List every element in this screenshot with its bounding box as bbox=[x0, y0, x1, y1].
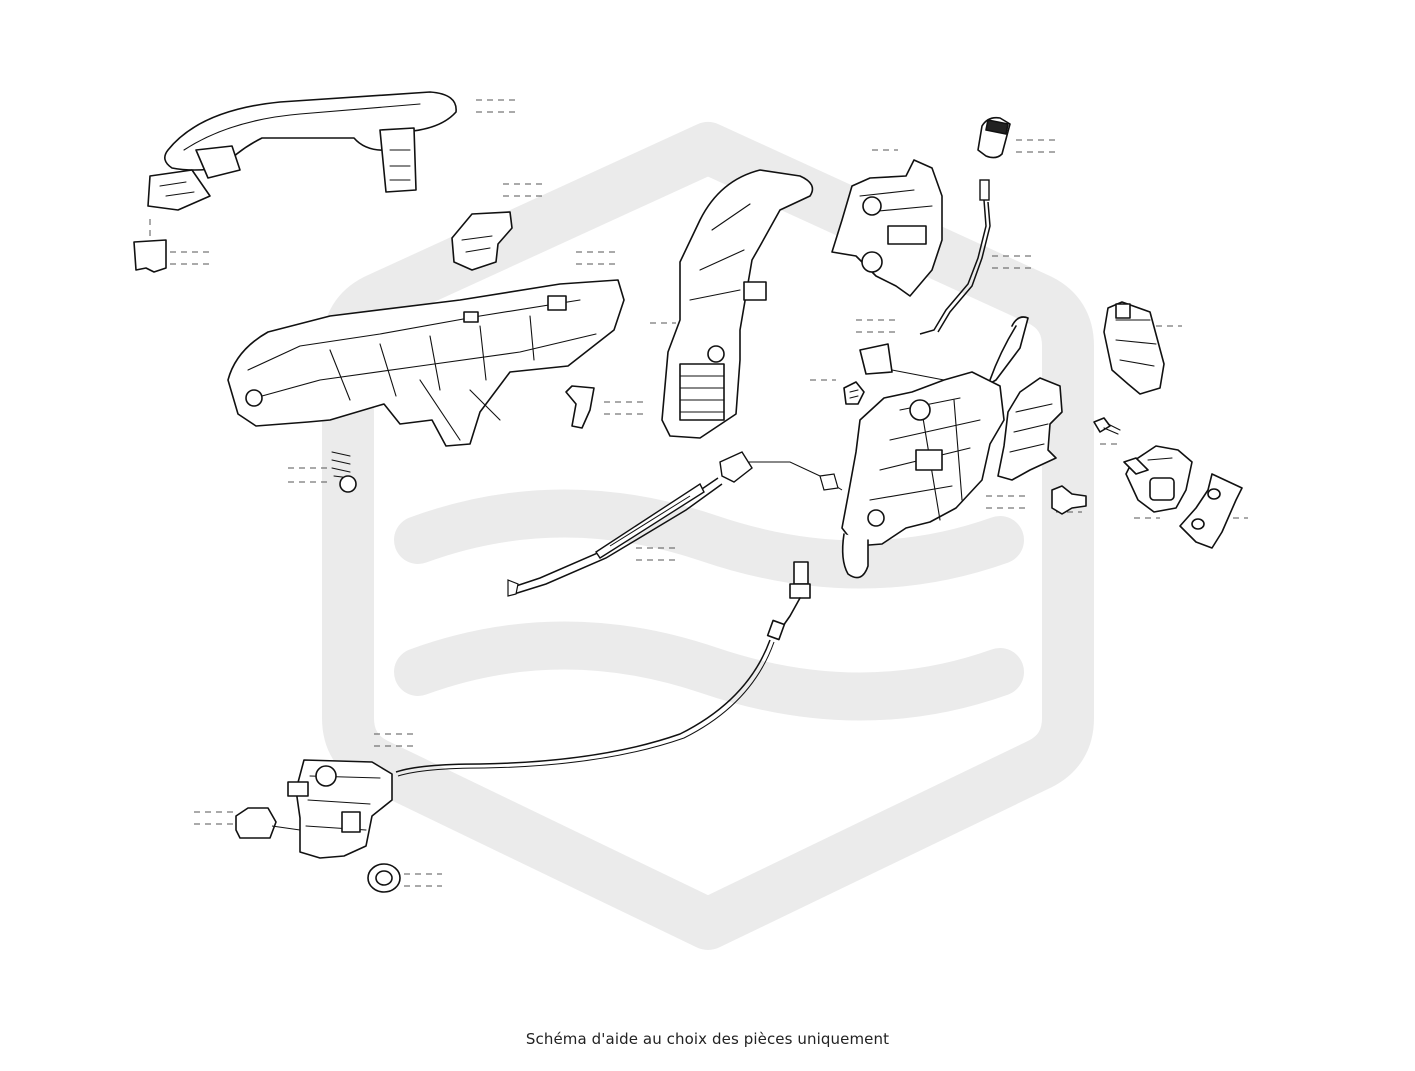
diagram-caption: Schéma d'aide au choix des pièces unique… bbox=[525, 1030, 890, 1048]
actuator-cap-part bbox=[235, 807, 277, 839]
cable-connector-part bbox=[766, 561, 811, 641]
rod-part bbox=[919, 179, 991, 335]
assembly-leader-lines bbox=[271, 369, 945, 831]
spring-screw-part bbox=[331, 451, 357, 493]
handle-bracket-part bbox=[227, 279, 625, 447]
rubber-cap-part bbox=[977, 116, 1011, 159]
grommet-part bbox=[367, 863, 401, 893]
latch-cover-part bbox=[1103, 301, 1165, 395]
small-clip-part bbox=[565, 385, 595, 429]
release-cable-part bbox=[395, 639, 775, 777]
release-cable-part bbox=[507, 451, 843, 597]
latch-cover-part bbox=[831, 159, 943, 297]
door-lock-actuator-part bbox=[841, 316, 1029, 579]
striker-part bbox=[1123, 445, 1193, 513]
handle-connector-part bbox=[451, 211, 513, 271]
reference-leader-lines bbox=[149, 99, 1248, 887]
inner-release-bracket-part bbox=[661, 169, 814, 439]
outer-door-handle-part bbox=[147, 91, 457, 211]
fuel-door-actuator-part bbox=[287, 759, 393, 859]
bolt-part bbox=[1093, 417, 1121, 435]
shim-plate-part bbox=[1179, 473, 1243, 549]
lock-clip-part bbox=[859, 343, 893, 375]
handle-cap-part bbox=[133, 239, 167, 273]
shim-plate-part bbox=[1051, 485, 1087, 515]
micro-switch-part bbox=[997, 377, 1063, 481]
push-pin-part bbox=[843, 381, 865, 405]
